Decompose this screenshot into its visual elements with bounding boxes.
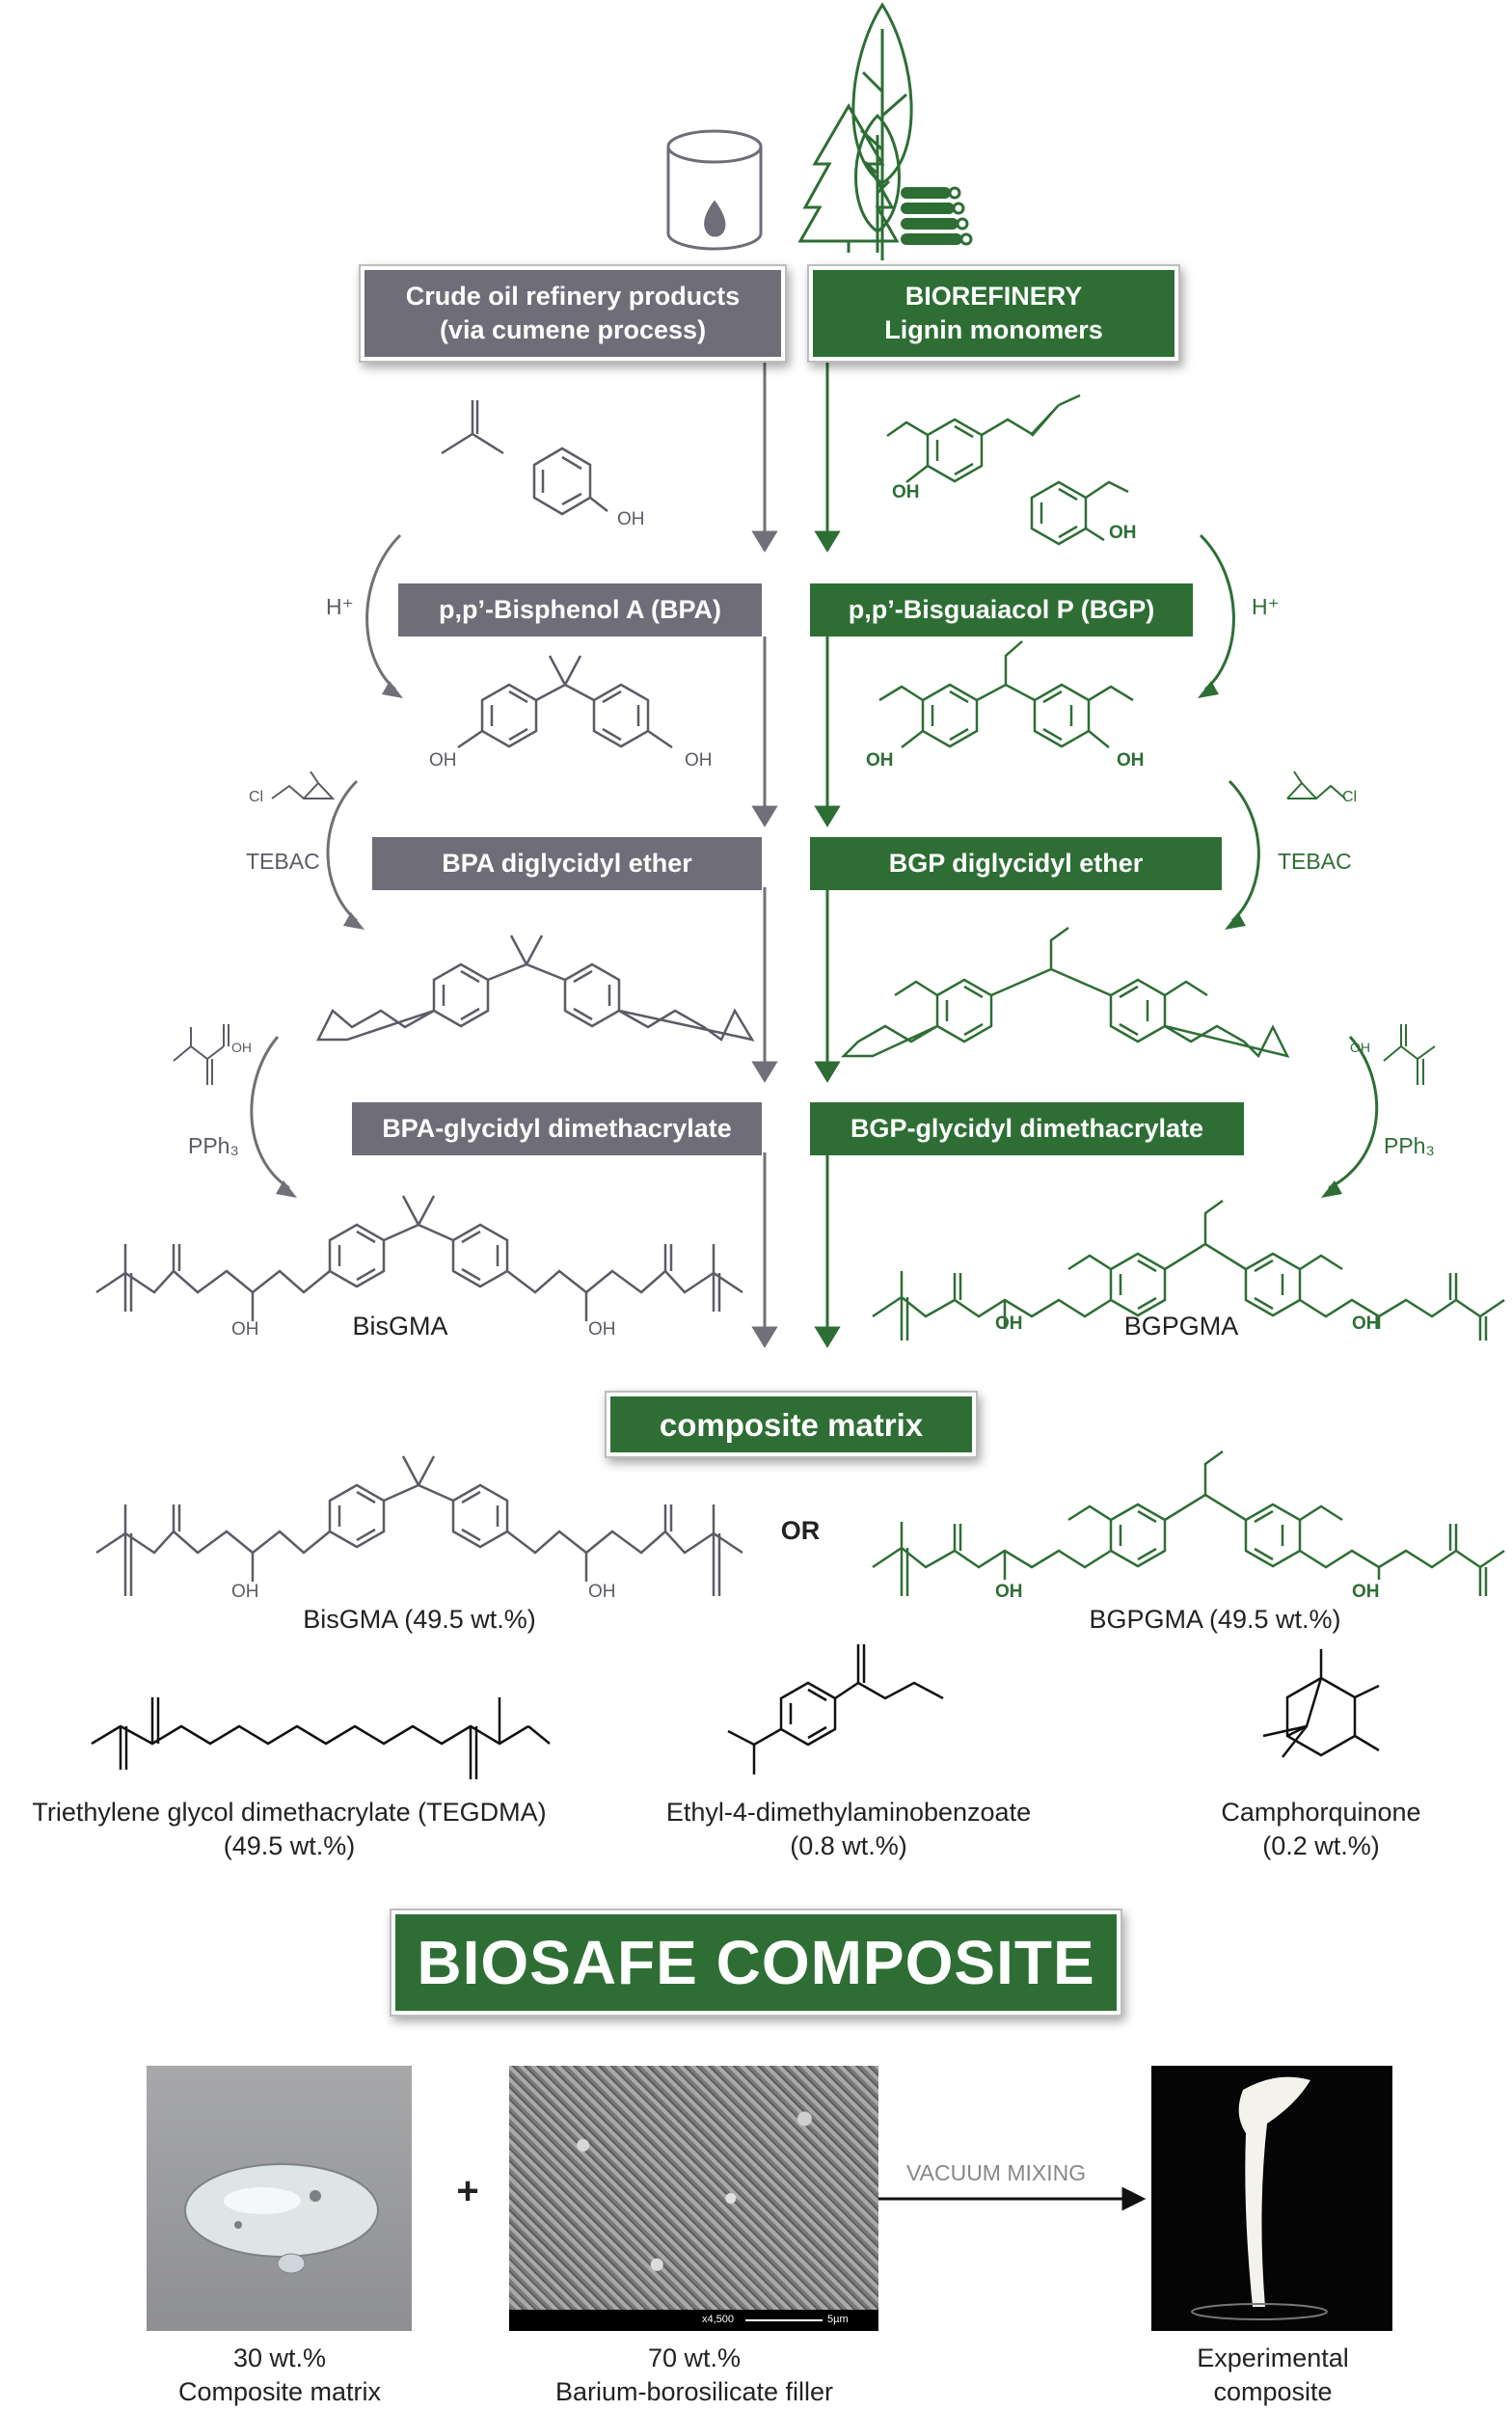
bisphenol-a-structure — [457, 655, 673, 749]
bgpgma-oh-2a: OH — [995, 1582, 1023, 1602]
sem-scale-bar: x4,500 5µm — [509, 2310, 878, 2331]
methacrylic-acid-right — [1383, 1024, 1436, 1085]
epichlorohydrin-left — [271, 771, 336, 800]
biosafe-composite-banner: BIOSAFE COMPOSITE — [395, 1914, 1117, 2011]
epichlorohydrin-right — [1286, 771, 1346, 800]
bgpgma-label: BGPGMA — [1123, 1312, 1239, 1341]
sem-magnification: x4,500 — [702, 2314, 735, 2325]
methacrylic-oh-left: OH — [231, 1040, 252, 1055]
left-flow-arrow — [751, 357, 778, 1348]
composite-stream-icon — [1191, 2076, 1328, 2320]
bisgma-oh-1b: OH — [588, 1319, 616, 1340]
methacrylic-acid-left — [173, 1024, 230, 1085]
right-pph3-label: PPh₃ — [1384, 1133, 1435, 1158]
bgpgma-structure-1 — [872, 1199, 1505, 1341]
bpa-oh-right: OH — [685, 750, 713, 771]
crude-oil-box: Crude oil refinery products (via cumene … — [364, 270, 781, 357]
bpa-diglycidyl-ether-box: BPA diglycidyl ether — [372, 837, 762, 890]
bpa-oh-left: OH — [429, 750, 457, 771]
oil-drum-icon — [666, 129, 763, 251]
right-tebac-label: TEBAC — [1278, 849, 1352, 874]
epichlorohydrin-cl-left: Cl — [249, 789, 264, 805]
sem-scale-value: 5µm — [827, 2314, 849, 2325]
epichlorohydrin-cl-right: Cl — [1342, 789, 1358, 805]
plus-sign: + — [456, 2170, 479, 2212]
tegdma-structure — [91, 1697, 551, 1779]
composite-matrix-box: composite matrix — [610, 1396, 972, 1452]
edmab-structure — [727, 1644, 944, 1774]
bgp-oh-right: OH — [1117, 750, 1145, 771]
biorefinery-box: BIOREFINERY Lignin monomers — [813, 270, 1174, 357]
tegdma-caption: Triethylene glycol dimethacrylate (TEGDM… — [32, 1798, 547, 1860]
or-label: OR — [780, 1516, 821, 1545]
composite-matrix-photo — [147, 2066, 412, 2331]
bpa-glycidyl-dimethacrylate-box: BPA-glycidyl dimethacrylate — [352, 1102, 762, 1155]
methacrylic-oh-right: OH — [1350, 1040, 1370, 1055]
vacuum-mixing-label: VACUUM MIXING — [906, 2160, 1087, 2185]
resin-droplet-icon — [184, 2163, 379, 2274]
right-flow-arrow — [814, 357, 841, 1348]
sem-scale-line — [745, 2319, 823, 2321]
acetone-structure — [441, 400, 504, 455]
filler-photo-caption: 70 wt.% Barium-borosilicate filler — [554, 2343, 834, 2406]
isoeugenol-oh-label: OH — [892, 482, 920, 502]
bisgma-label: BisGMA — [352, 1312, 448, 1341]
vacuum-mixing-arrow — [878, 2186, 1147, 2211]
bpa-box: p,p’-Bisphenol A (BPA) — [398, 583, 762, 637]
bisgma-oh-2b: OH — [588, 1582, 616, 1602]
phenol-structure — [532, 447, 608, 516]
camphorquinone-structure — [1262, 1649, 1380, 1758]
left-pph3-label: PPh₃ — [188, 1133, 239, 1158]
edmab-caption: Ethyl-4-dimethylaminobenzoate (0.8 wt.%) — [665, 1798, 1032, 1860]
phenol-oh-label: OH — [617, 509, 645, 529]
bisgma-caption: BisGMA (49.5 wt.%) — [303, 1605, 536, 1634]
result-photo-caption: Experimental composite — [1197, 2343, 1349, 2406]
bgpgma-caption: BGPGMA (49.5 wt.%) — [1089, 1605, 1341, 1634]
bgp-oh-left: OH — [866, 750, 894, 771]
barium-filler-sem-image: x4,500 5µm — [509, 2066, 878, 2331]
bisgma-oh-1a: OH — [231, 1319, 259, 1340]
isoeugenol-structure — [886, 393, 1081, 483]
experimental-composite-photo — [1151, 2066, 1392, 2331]
right-reaction-arrows — [1199, 533, 1379, 1190]
left-h-plus-label: H⁺ — [326, 594, 354, 619]
bgp-glycidyl-dimethacrylate-box: BGP-glycidyl dimethacrylate — [810, 1102, 1244, 1155]
bgpgma-oh-1a: OH — [995, 1314, 1023, 1334]
matrix-photo-caption: 30 wt.% Composite matrix — [177, 2343, 382, 2406]
bgpgma-oh-2b: OH — [1352, 1582, 1380, 1602]
trees-and-logs-icon — [797, 2, 973, 260]
right-h-plus-label: H⁺ — [1252, 594, 1280, 619]
bgp-box: p,p’-Bisguaiacol P (BGP) — [810, 583, 1193, 637]
bgpgma-oh-1b: OH — [1352, 1314, 1380, 1334]
left-reaction-arrows — [250, 533, 402, 1190]
bgp-diglycidyl-ether-structure — [840, 926, 1290, 1059]
bisguaiacol-p-structure — [878, 640, 1134, 748]
bisgma-structure-1 — [95, 1195, 743, 1321]
bgpgma-structure-2 — [872, 1449, 1505, 1596]
left-tebac-label: TEBAC — [246, 849, 320, 874]
camphorquinone-caption: Camphorquinone (0.2 wt.%) — [1221, 1798, 1421, 1860]
bisgma-oh-2a: OH — [231, 1582, 259, 1602]
badge-structure — [315, 935, 755, 1042]
bgp-diglycidyl-ether-box: BGP diglycidyl ether — [810, 837, 1222, 890]
bisgma-structure-2 — [95, 1455, 743, 1596]
guaiacol-structure — [1030, 480, 1129, 546]
guaiacol-oh-label: OH — [1109, 523, 1137, 543]
